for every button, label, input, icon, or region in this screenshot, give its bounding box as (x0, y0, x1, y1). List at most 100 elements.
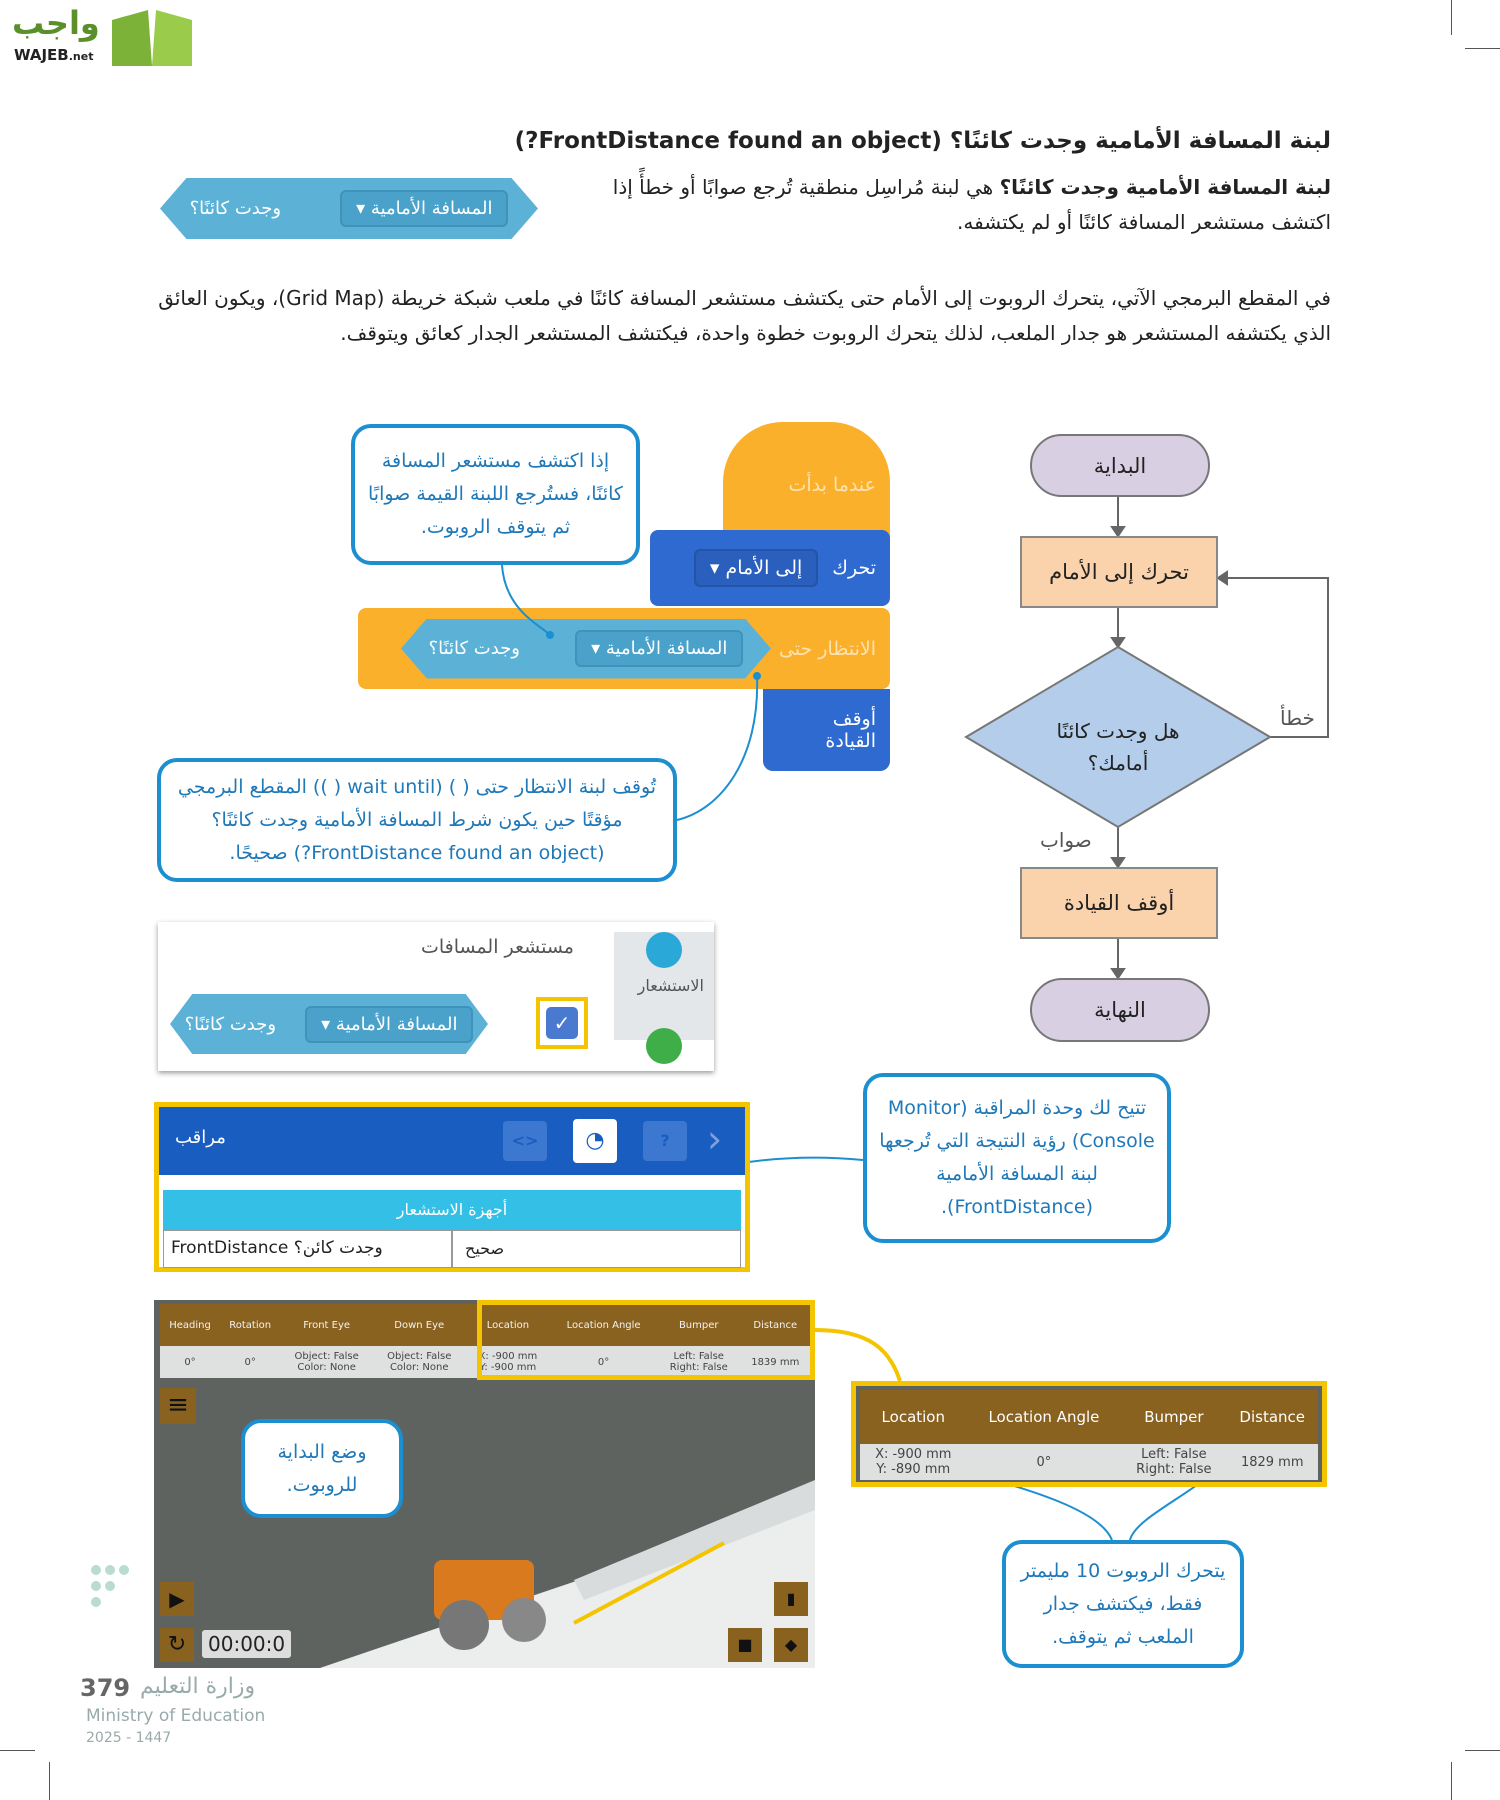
callout-returns-true: إذا اكتشف مستشعر المسافة كائنًا، فستُرجع… (351, 424, 640, 565)
page-number: 379 (80, 1674, 131, 1702)
sensing-category-label[interactable]: الاستشعار (637, 976, 704, 995)
block-suffix: وجدت كائنًا؟ (189, 198, 282, 219)
callout-start-position: وضع البداية للروبوت. (241, 1419, 403, 1518)
playground-floor (319, 1480, 815, 1668)
intro-paragraph: لبنة المسافة الأمامية وجدت كائنًا؟ هي لب… (551, 170, 1331, 240)
movement-arrow (573, 1541, 725, 1625)
play-icon[interactable]: ▶ (160, 1582, 194, 1616)
monitor-header: مراقب <> ◔ ? › (159, 1107, 745, 1175)
crop-mark (49, 1762, 50, 1800)
crop-mark (1451, 1762, 1452, 1800)
logo-latin: WAJEB (14, 46, 69, 64)
table-cell: 0° (1036, 1454, 1052, 1470)
flow-stop: أوقف القيادة (1020, 867, 1218, 939)
video-camera-icon[interactable]: ■ (728, 1628, 762, 1662)
checkbox-highlight: ✓ (536, 997, 588, 1049)
wait-label: الانتظار حتى (778, 637, 876, 660)
table-cell: Left: False Right: False (1136, 1447, 1212, 1477)
table-cell: X: -900 mm Y: -890 mm (875, 1447, 952, 1477)
direction-dropdown: إلى الأمام ▾ (693, 549, 819, 587)
column-header: Down Eye (394, 1319, 445, 1331)
camera-view-icon[interactable]: ▮ (774, 1582, 808, 1616)
sensor-dropdown: المسافة الأمامية ▾ (340, 190, 509, 227)
table-cell: 1829 mm (1240, 1454, 1304, 1470)
column-header: Heading (169, 1319, 211, 1331)
column-header: Distance (753, 1319, 798, 1331)
column-header: Distance (1239, 1408, 1306, 1426)
flow-decision-text: هل وجدت كائنًا أمامك؟ (1056, 719, 1180, 775)
crop-mark (0, 1750, 35, 1751)
sensors-section-header: أجهزة الاستشعار (163, 1190, 741, 1230)
flow-start: البداية (1030, 434, 1210, 497)
zoomed-table-frame: Location Location Angle Bumper Distance X: … (851, 1381, 1327, 1487)
frontdistance-block: المسافة الأمامية ▾ وجدت كائنًا؟ (160, 178, 538, 239)
flow-true-label: صواب (1040, 828, 1092, 852)
ministry-name-ar: وزارة التعليم (140, 1674, 256, 1699)
code-view-icon[interactable]: <> (503, 1121, 547, 1161)
frontdistance-condition: المسافة الأمامية ▾وجدت كائنًا؟ (400, 618, 771, 679)
callout-wait-until: تُوقف لبنة الانتظار حتى ( ) (wait until … (157, 758, 677, 882)
chevron-right-icon[interactable]: › (707, 1117, 723, 1161)
timer: 00:00:0 (202, 1630, 292, 1658)
category-icon-green[interactable] (646, 1028, 682, 1064)
menu-icon[interactable]: ≡ (160, 1388, 196, 1424)
table-cell: 0° (597, 1356, 610, 1368)
flowchart-connectors (964, 497, 1329, 980)
move-label: تحرك (832, 557, 876, 579)
zoomed-sim-table: Location Location Angle Bumper Distance X: … (860, 1390, 1318, 1480)
checkbox-checked-icon[interactable]: ✓ (546, 1007, 578, 1039)
ministry-name-en: Ministry of Education (86, 1706, 266, 1726)
column-header: Bumper (678, 1319, 719, 1331)
move-block: تحرك إلى الأمام ▾ (650, 530, 890, 606)
callout-monitor-console: تتيح لك وحدة المراقبة (Monitor Console) … (863, 1073, 1171, 1243)
column-header: Front Eye (303, 1319, 351, 1331)
intro-text: هي لبنة مُراسِل منطقية تُرجع صوابًا أو خ… (612, 175, 1331, 234)
table-cell: 0° (244, 1356, 256, 1368)
column-header: Location (486, 1319, 530, 1331)
sensor-panel-title: مستشعر المسافات (420, 936, 574, 958)
monitor-title: مراقب (175, 1127, 226, 1148)
sim-dashboard-table: Heading Rotation Front Eye Down Eye Location… (160, 1304, 810, 1378)
flow-end: النهاية (1030, 978, 1210, 1042)
when-started-block: عندما بدأت (723, 422, 890, 542)
monitor-gauge-icon[interactable]: ◔ (573, 1119, 617, 1163)
crop-mark (1465, 1750, 1500, 1751)
view-toggle-icon[interactable]: ◆ (774, 1628, 808, 1662)
reset-icon[interactable]: ↻ (160, 1628, 194, 1662)
sensor-panel: الاستشعار مستشعر المسافات ✓ المسافة الأم… (158, 922, 714, 1071)
intro-bold: لبنة المسافة الأمامية وجدت كائنًا؟ (999, 175, 1331, 199)
ministry-logo-dots (88, 1562, 148, 1612)
table-cell: 0° (184, 1356, 196, 1368)
stop-driving-block: أوقف القيادة (763, 689, 890, 771)
column-header: Location Angle (988, 1408, 1100, 1426)
table-cell: Left: False Right: False (669, 1351, 728, 1373)
logo-arabic: واجب (12, 4, 100, 42)
monitor-console: مراقب <> ◔ ? › أجهزة الاستشعار FrontDist… (154, 1102, 750, 1272)
column-header: Location (881, 1408, 945, 1426)
monitor-value-cell: صحيح (452, 1230, 741, 1268)
column-header: Rotation (229, 1319, 272, 1331)
sensing-category-icon[interactable] (646, 932, 682, 968)
callout-robot-moves-10mm: يتحرك الروبوت 10 مليمتر فقط، فيكتشف جدار… (1002, 1540, 1244, 1668)
logo-suffix: .net (68, 50, 94, 63)
hat-label: عندما بدأت (788, 474, 876, 496)
column-header: Location Angle (566, 1319, 641, 1331)
year: 2025 - 1447 (86, 1730, 172, 1746)
decision-diamond (964, 645, 1272, 829)
frontdistance-block-palette[interactable]: المسافة الأمامية ▾وجدت كائنًا؟ (170, 994, 488, 1054)
crop-mark (1451, 0, 1452, 35)
wait-until-block: الانتظار حتى المسافة الأمامية ▾وجدت كائن… (358, 608, 890, 689)
column-header: Bumper (1144, 1408, 1204, 1426)
monitor-label-cell: FrontDistance وجدت كائن؟ (163, 1230, 452, 1268)
table-cell: Object: False Color: None (294, 1351, 359, 1373)
table-cell: 1839 mm (751, 1356, 800, 1368)
wajeb-logo: واجب WAJEB.net (8, 4, 198, 68)
flow-false-label: خطأ (1280, 706, 1315, 730)
paragraph-2: في المقطع البرمجي الآتي، يتحرك الروبوت إ… (158, 286, 1331, 345)
table-cell: X: -900 mm Y: -900 mm (478, 1351, 538, 1373)
location-highlight (477, 1300, 815, 1380)
monitor-value: صحيح (465, 1239, 505, 1258)
crop-mark (1465, 48, 1500, 49)
help-icon[interactable]: ? (643, 1121, 687, 1161)
book-icon (112, 10, 192, 66)
